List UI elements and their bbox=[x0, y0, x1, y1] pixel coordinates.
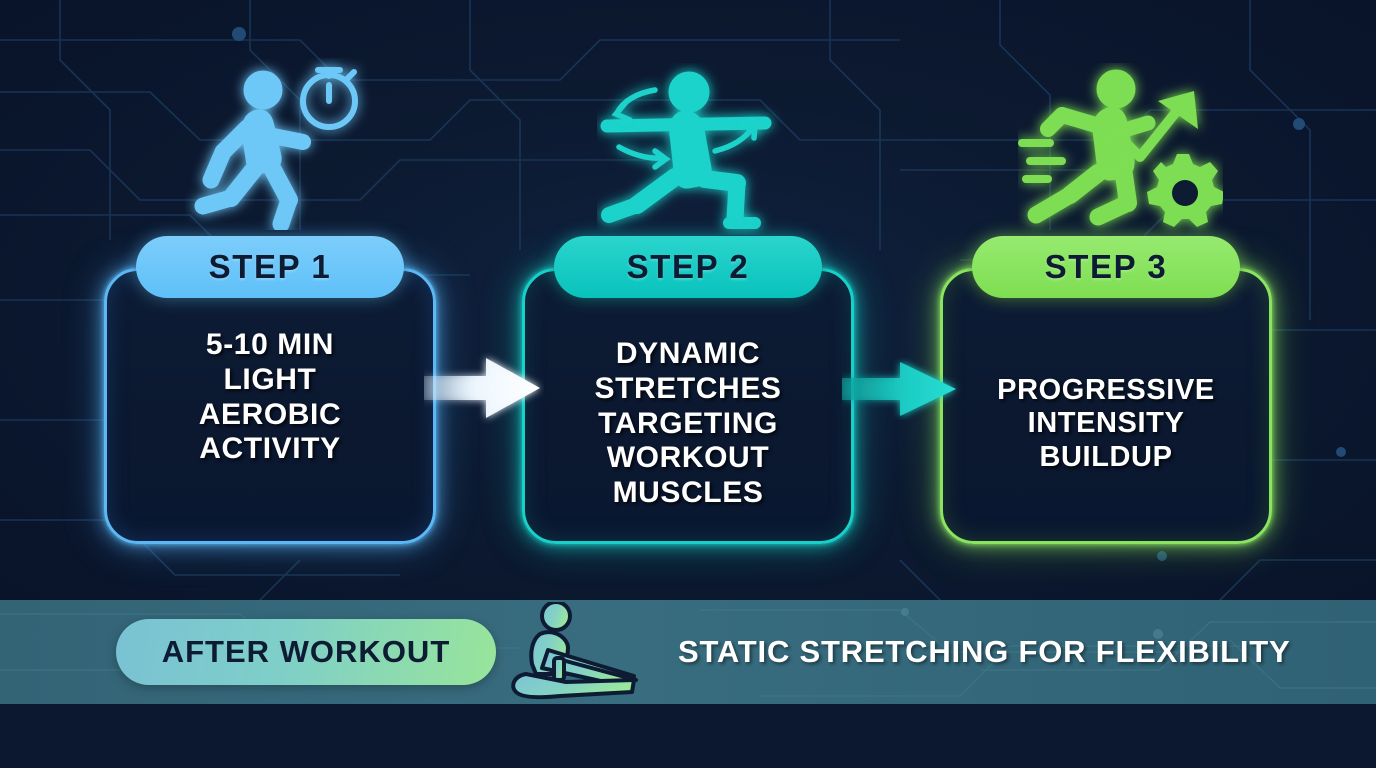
step1-icon-slot bbox=[180, 50, 380, 230]
step-1-line: LIGHT bbox=[223, 362, 317, 396]
step-2-body: DYNAMIC STRETCHES TARGETING WORKOUT MUSC… bbox=[544, 320, 832, 528]
step-2-line: DYNAMIC bbox=[615, 337, 761, 370]
step-1-line: 5-10 MIN bbox=[205, 328, 335, 361]
after-workout-caption: STATIC STRETCHING FOR FLEXIBILITY bbox=[678, 634, 1291, 669]
step-1-body: 5-10 MIN LIGHT AEROBIC ACTIVITY bbox=[126, 320, 414, 528]
step-2-line: MUSCLES bbox=[612, 476, 764, 510]
step3-icon-slot bbox=[1015, 55, 1225, 235]
step-3-line: PROGRESSIVE bbox=[997, 373, 1215, 406]
seated-forward-fold-stretch-icon bbox=[506, 600, 666, 702]
step-3-line: INTENSITY bbox=[1027, 407, 1185, 440]
step-card-2[interactable]: STEP 2 DYNAMIC STRETCHES TARGETING WORKO… bbox=[522, 236, 854, 544]
step-1-line: AEROBIC bbox=[198, 397, 342, 431]
step2-icon-slot bbox=[595, 55, 795, 235]
step-1-pill-label: STEP 1 bbox=[136, 236, 404, 298]
step-1-line: ACTIVITY bbox=[199, 432, 341, 466]
step-2-line: WORKOUT bbox=[606, 441, 770, 475]
after-workout-pill: AFTER WORKOUT bbox=[116, 619, 496, 685]
step-3-pill-label: STEP 3 bbox=[972, 236, 1240, 298]
bottom-strip bbox=[0, 704, 1376, 768]
after-workout-banner: AFTER WORKOUT bbox=[0, 600, 1376, 704]
step-2-line: TARGETING bbox=[598, 406, 778, 440]
step-card-1[interactable]: STEP 1 5-10 MIN LIGHT AEROBIC ACTIVITY bbox=[104, 236, 436, 544]
arrow-step2-to-step3 bbox=[842, 358, 962, 420]
step-3-line: BUILDUP bbox=[1039, 440, 1173, 473]
running-person-stopwatch-icon bbox=[194, 67, 358, 230]
dynamic-stretch-lunge-icon bbox=[600, 71, 772, 229]
arrow-step1-to-step2 bbox=[424, 352, 544, 424]
step-2-line: STRETCHES bbox=[594, 371, 782, 405]
step-3-body: PROGRESSIVE INTENSITY BUILDUP bbox=[962, 320, 1250, 528]
step-card-3[interactable]: STEP 3 PROGRESSIVE INTENSITY BUILDUP bbox=[940, 236, 1272, 544]
sprinting-person-arrow-gear-icon bbox=[1017, 69, 1223, 227]
step-2-pill-label: STEP 2 bbox=[554, 236, 822, 298]
